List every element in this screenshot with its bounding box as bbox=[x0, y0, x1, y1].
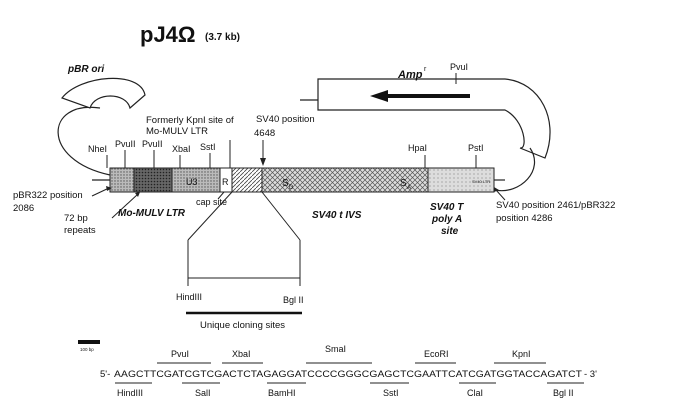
site-pvuII-2: PvuII bbox=[142, 139, 163, 149]
pbr322-position-label: pBR322 position bbox=[13, 190, 83, 201]
segment-enhancer-a bbox=[109, 167, 135, 193]
polyA-label-1: SV40 T bbox=[430, 202, 464, 213]
sv40-t-ivs-label: SV40 t IVS bbox=[312, 210, 362, 221]
seq-above-kpnl: KpnI bbox=[512, 349, 531, 359]
unique-cloning-label: Unique cloning sites bbox=[200, 320, 285, 331]
plasmid-title: pJ4Ω bbox=[140, 22, 196, 47]
sv40-position-number: 4648 bbox=[254, 128, 275, 139]
pbr-ori-label: pBR ori bbox=[67, 64, 104, 75]
site-hpal: HpaI bbox=[408, 143, 427, 153]
tiny-inner-label: SV40 LTR bbox=[472, 179, 490, 184]
u3-label: U3 bbox=[186, 177, 198, 187]
sd-subscript: D bbox=[289, 185, 294, 191]
ampr-direction-arrowhead bbox=[370, 90, 388, 102]
r-label: R bbox=[222, 177, 229, 187]
pbr-ori-arrow bbox=[61, 77, 146, 110]
segment-72bp-repeats bbox=[133, 167, 173, 193]
scale-bar-label: 100 bp bbox=[80, 347, 94, 352]
repeats-label: repeats bbox=[64, 225, 96, 236]
seq-below-sall: SalI bbox=[195, 388, 211, 398]
seq-above-xbal: XbaI bbox=[232, 349, 251, 359]
bp72-label: 72 bp bbox=[64, 213, 88, 224]
amp-superscript: r bbox=[424, 66, 427, 73]
seq-above-ecori: EcoRI bbox=[424, 349, 449, 359]
sa-label: S bbox=[400, 178, 407, 189]
pbr322-position-number: 2086 bbox=[13, 203, 34, 214]
site-sstl: SstI bbox=[200, 142, 216, 152]
seq-above-pvui: PvuI bbox=[171, 349, 189, 359]
plasmid-size: (3.7 kb) bbox=[205, 32, 240, 43]
seq-above-smal: SmaI bbox=[325, 344, 346, 354]
site-nhel: NheI bbox=[88, 144, 107, 154]
mo-mulv-ltr-label: Mo-MULV LTR bbox=[118, 208, 186, 219]
seq-below-clal: ClaI bbox=[467, 388, 483, 398]
ampr-arrow-outline bbox=[317, 78, 551, 159]
polyA-label-2: poly A bbox=[431, 214, 462, 225]
cloning-bglII: Bgl II bbox=[283, 295, 304, 305]
seq-below-sstl: SstI bbox=[383, 388, 399, 398]
segment-sv40-polyA bbox=[427, 167, 495, 193]
right-backbone-curve bbox=[494, 147, 536, 192]
sequence-prefix: 5'- bbox=[100, 369, 110, 380]
scale-bar bbox=[78, 340, 100, 344]
segment-linker bbox=[231, 167, 263, 193]
cloning-hindIII: HindIII bbox=[176, 292, 202, 302]
site-pvuII-1: PvuII bbox=[115, 139, 136, 149]
sv40-position-label: SV40 position bbox=[256, 114, 315, 125]
seq-below-bamhi: BamHI bbox=[268, 388, 296, 398]
cap-site-label: cap site bbox=[196, 197, 227, 207]
sd-label: S bbox=[282, 178, 289, 189]
polyA-label-3: site bbox=[441, 226, 459, 237]
seq-below-hindIII: HindIII bbox=[117, 388, 143, 398]
sequence-text: AAGCTTCGATCGTCGACTCTAGAGGATCCCCGGGCGAGCT… bbox=[114, 369, 582, 380]
formerly-kpni-label-2: Mo-MULV LTR bbox=[146, 126, 208, 137]
sv40-end-position-label-2: position 4286 bbox=[496, 213, 553, 224]
pvui-label: PvuI bbox=[450, 62, 468, 72]
site-pstl: PstI bbox=[468, 143, 484, 153]
seq-below-bglII: Bgl II bbox=[553, 388, 574, 398]
left-backbone-curve bbox=[57, 106, 111, 176]
formerly-kpni-label: Formerly KpnI site of bbox=[146, 115, 234, 126]
sa-subscript: A bbox=[407, 185, 411, 191]
sequence-suffix: - 3' bbox=[584, 369, 597, 380]
amp-label: Amp bbox=[397, 69, 423, 81]
sv40-end-position-label: SV40 position 2461/pBR322 bbox=[496, 200, 615, 211]
site-xbal: XbaI bbox=[172, 144, 191, 154]
